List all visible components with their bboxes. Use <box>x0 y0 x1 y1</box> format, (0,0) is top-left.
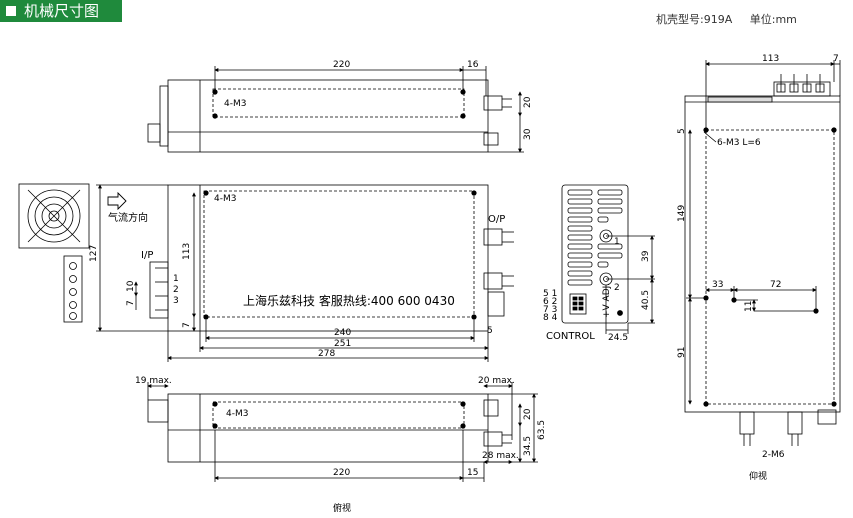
header-square-icon <box>6 6 16 16</box>
fan-panel <box>18 183 90 249</box>
front-view <box>18 183 514 362</box>
label-airflow: 气流方向 <box>108 211 148 224</box>
dim-bottom-20: 20 <box>523 408 533 420</box>
unit-label: 单位:mm <box>749 13 797 26</box>
dim-bottom-19max: 19 max. <box>135 376 172 386</box>
dim-front-278: 278 <box>318 349 335 359</box>
control-pins-row3: 7 3 <box>543 305 557 315</box>
dim-bottom-345: 34.5 <box>523 436 533 456</box>
side-view <box>684 60 841 446</box>
dim-top-30: 30 <box>523 128 533 140</box>
section-title: 机械尺寸图 <box>24 2 100 20</box>
dim-control-405: 40.5 <box>641 290 651 310</box>
dim-side-5: 5 <box>677 128 687 134</box>
dim-top-16: 16 <box>467 60 479 70</box>
label-side-m3: 6-M3 L=6 <box>717 138 761 148</box>
dim-control-39: 39 <box>641 250 651 262</box>
terminal-label-2: 2 <box>614 283 620 293</box>
dim-front-240: 240 <box>334 328 351 338</box>
control-view <box>561 184 655 334</box>
hotline-text: 上海乐兹科技 客服热线:400 600 0430 <box>243 294 455 308</box>
dim-side-91: 91 <box>677 347 687 358</box>
label-top-m3: 4-M3 <box>224 99 246 109</box>
control-connector <box>569 293 587 315</box>
caption-bottom-view: 俯视 <box>333 504 352 514</box>
dim-side-113: 113 <box>762 54 779 64</box>
label-bottom-m3: 4-M3 <box>226 409 248 419</box>
dim-bottom-15: 15 <box>467 468 478 478</box>
label-op: O/P <box>488 214 505 225</box>
dim-front-113: 113 <box>182 243 192 260</box>
bottom-view-mount-rect <box>212 401 465 429</box>
dim-top-20: 20 <box>523 96 533 108</box>
input-terminal-block <box>63 255 83 323</box>
dim-front-127: 127 <box>89 245 99 262</box>
control-pins-row4: 8 4 <box>543 313 558 323</box>
dim-front-5: 5 <box>487 326 493 336</box>
side-terminal-block <box>773 81 831 97</box>
pin-1: 1 <box>173 274 179 284</box>
model-label: 机壳型号:919A <box>656 13 733 26</box>
bottom-view-body <box>167 393 489 463</box>
dim-side-11: 11 <box>744 301 754 312</box>
dim-bottom-220: 220 <box>333 468 350 478</box>
top-view <box>147 66 524 153</box>
dim-front-7b: 7 <box>126 300 136 306</box>
label-control: CONTROL <box>546 331 595 342</box>
drawing-labels: 220 16 4-M3 20 30 气流方向 I/P O/P 4-M3 127 … <box>89 54 839 478</box>
dim-control-245: 24.5 <box>608 333 628 343</box>
bottom-view <box>147 382 538 482</box>
dim-side-149: 149 <box>677 205 687 222</box>
caption-side-view: 仰视 <box>749 472 768 482</box>
dim-bottom-20max: 20 max. <box>478 376 515 386</box>
dim-front-10: 10 <box>126 280 136 292</box>
control-pins-row2: 6 2 <box>543 297 557 307</box>
dim-side-7: 7 <box>833 54 839 64</box>
dim-front-251: 251 <box>334 339 351 349</box>
pin-3: 3 <box>173 296 179 306</box>
pin-2: 2 <box>173 285 179 295</box>
dim-front-7: 7 <box>182 322 192 328</box>
label-vadj: +V ADJ. <box>602 283 612 318</box>
dim-top-220: 220 <box>333 60 350 70</box>
dim-side-33: 33 <box>712 280 723 290</box>
control-pins-row1: 5 1 <box>543 289 557 299</box>
dim-bottom-28max: 28 max. <box>482 451 519 461</box>
top-view-mount-rect <box>212 88 465 118</box>
section-header: 机械尺寸图 <box>0 0 122 22</box>
side-view-mount-rect <box>705 129 835 405</box>
label-ip: I/P <box>141 250 153 261</box>
front-view-body <box>167 184 489 332</box>
front-view-mount-rect <box>203 190 475 318</box>
control-panel <box>561 184 629 324</box>
terminal-label-1: 1 <box>614 237 620 247</box>
label-side-m6: 2-M6 <box>762 450 785 460</box>
dim-side-72: 72 <box>770 280 781 290</box>
side-view-body <box>684 95 841 413</box>
label-front-m3: 4-M3 <box>214 194 236 204</box>
dim-bottom-635: 63.5 <box>537 420 547 440</box>
model-info: 机壳型号:919A 单位:mm <box>656 11 811 27</box>
